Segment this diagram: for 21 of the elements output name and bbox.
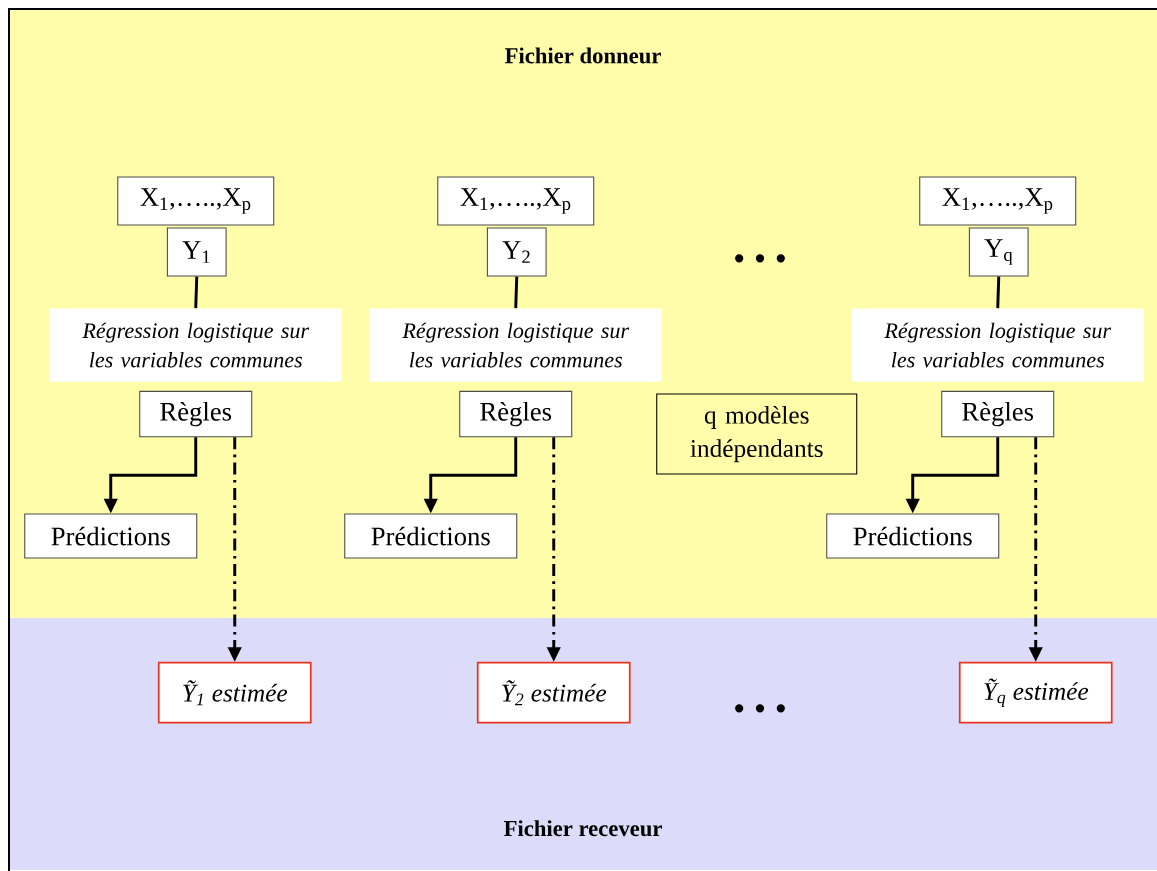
note-box: q modèles indépendants — [656, 393, 858, 475]
rules-box: Règles — [139, 390, 253, 438]
predictions-box: Prédictions — [24, 513, 198, 559]
estimate-box: Ỹ$_{q}$ estimée — [958, 661, 1113, 724]
predictions-box: Prédictions — [826, 513, 1000, 559]
method-box: Régression logistique sur les variables communes — [851, 308, 1144, 382]
rules-box: Règles — [941, 390, 1055, 438]
predictions-box: Prédictions — [344, 513, 518, 559]
rules-box: Règles — [459, 390, 573, 438]
estimate-box: Ỹ$_{1}$ estimée — [157, 661, 312, 724]
connector-line — [194, 276, 199, 309]
estimate-box: Ỹ$_{2}$ estimée — [476, 661, 631, 724]
target-box: Y$_{1}$ — [166, 227, 227, 277]
method-box: Régression logistique sur les variables communes — [369, 308, 662, 382]
connector-line — [514, 276, 519, 309]
target-box: Y$_{q}$ — [968, 227, 1029, 277]
connector-line — [996, 276, 1001, 309]
target-box: Y$_{2}$ — [486, 227, 547, 277]
method-box: Régression logistique sur les variables communes — [49, 308, 342, 382]
ellipsis-dots: • • • — [735, 704, 785, 713]
ellipsis-dots: • • • — [735, 254, 785, 263]
